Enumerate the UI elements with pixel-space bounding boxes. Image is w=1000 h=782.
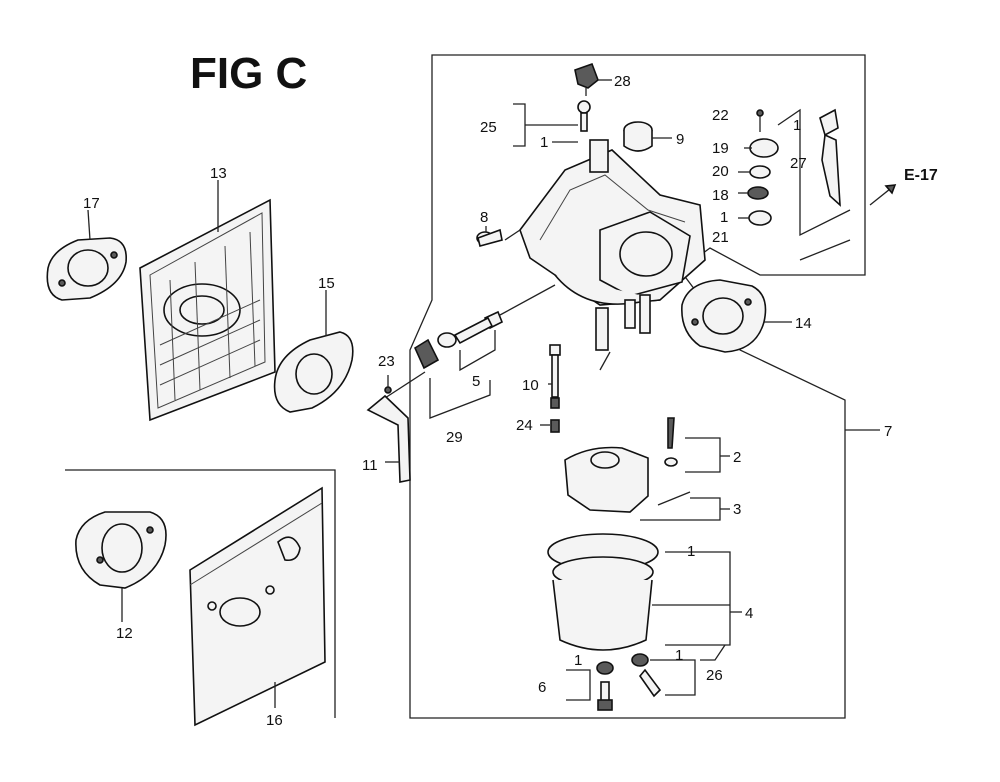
label-17: 17: [83, 195, 100, 212]
part-13-plate: [139, 180, 276, 422]
label-9: 9: [676, 131, 684, 148]
choke-linkage: [738, 108, 851, 261]
part-8-screw: [476, 226, 521, 247]
float-bowl: [547, 533, 742, 651]
part-10-screw: [540, 344, 561, 433]
label-1-d: 1: [687, 543, 695, 560]
label-27: 27: [790, 155, 807, 172]
e17-arrow: [869, 184, 897, 206]
label-11: 11: [362, 457, 378, 474]
label-1-c: 1: [720, 209, 728, 226]
label-24: 24: [516, 417, 533, 434]
float-assembly: [564, 417, 730, 521]
label-20: 20: [712, 163, 729, 180]
label-1-a: 1: [540, 134, 548, 151]
label-6: 6: [538, 679, 546, 696]
label-22: 22: [712, 107, 729, 124]
label-10: 10: [522, 377, 539, 394]
part-25-screw: [513, 100, 591, 147]
label-14: 14: [795, 315, 812, 332]
carburetor-body: [519, 139, 706, 371]
label-18: 18: [712, 187, 729, 204]
part-9-cap: [623, 121, 672, 152]
part-28-cap: [574, 62, 612, 96]
part-17-gasket: [46, 209, 127, 301]
figure-title: FIG C: [190, 49, 307, 98]
label-7: 7: [884, 423, 892, 440]
label-12: 12: [116, 625, 133, 642]
label-4: 4: [745, 605, 753, 622]
bowl-screws: [566, 644, 726, 711]
label-16: 16: [266, 712, 283, 729]
label-19: 19: [712, 140, 729, 157]
label-5: 5: [472, 373, 480, 390]
pilot-screw-assembly: [366, 284, 556, 483]
label-15: 15: [318, 275, 335, 292]
label-1-e: 1: [574, 652, 582, 669]
label-3: 3: [733, 501, 741, 518]
label-25: 25: [480, 119, 497, 136]
part-14-gasket: [681, 279, 792, 353]
label-13: 13: [210, 165, 227, 182]
part-16-plate: [189, 486, 326, 727]
part-12-gasket: [75, 511, 167, 622]
label-1-f: 1: [675, 647, 683, 664]
assembly-boundary: [409, 54, 866, 719]
label-26: 26: [706, 667, 723, 684]
label-8: 8: [480, 209, 488, 226]
label-1-b: 1: [793, 117, 801, 134]
label-2: 2: [733, 449, 741, 466]
label-e17: E-17: [904, 167, 938, 184]
section-divider: [65, 469, 336, 718]
label-29: 29: [446, 429, 463, 446]
part-15-gasket: [273, 290, 354, 413]
label-21: 21: [712, 229, 729, 246]
label-28: 28: [614, 73, 631, 90]
label-23: 23: [378, 353, 395, 370]
